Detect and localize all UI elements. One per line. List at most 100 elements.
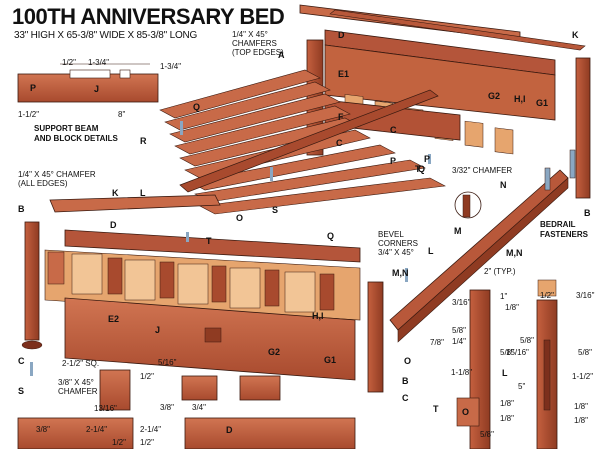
support-beam-caption: SUPPORT BEAM AND BLOCK DETAILS (34, 124, 118, 143)
dimension: 5/8" (520, 336, 534, 345)
dimension: 5/8" (452, 326, 466, 335)
dimension: 1/8" (500, 414, 514, 423)
part-label: H,I (514, 94, 526, 104)
headboard-cap (329, 9, 586, 51)
part-label: C (390, 125, 397, 135)
part-label: N (500, 180, 507, 190)
dimension: 8" (118, 110, 126, 119)
dimension: 1/2" (540, 291, 554, 300)
headboard-post-right (575, 57, 591, 199)
part-label: S (272, 205, 279, 215)
dimension: 1-1/2" (572, 372, 594, 381)
part-label: B (18, 204, 25, 214)
dimension: 3/16" (576, 291, 595, 300)
dimension: 3/8" (160, 403, 174, 412)
part-label: J (94, 84, 100, 94)
part-label: H,I (312, 311, 324, 321)
slats (159, 69, 446, 215)
dimension: 7/8" (430, 338, 444, 347)
part-label: M (454, 226, 462, 236)
dimension: 1/2" (112, 438, 126, 447)
dimension: 1/4" (452, 337, 466, 346)
part-label: C (336, 138, 343, 148)
dimension: 1/8" (574, 416, 588, 425)
page-subtitle: 33" HIGH X 65-3/8" WIDE X 85-3/8" LONG (14, 30, 198, 41)
rail-profile-detail (17, 417, 356, 449)
part-label: B (402, 376, 409, 386)
support-beam-detail (17, 63, 159, 103)
dimension: 1/2" (140, 372, 154, 381)
dimension: 1-3/4" (160, 62, 182, 71)
dimension: 2-1/4" (140, 425, 162, 434)
bedrail-fastener (544, 149, 576, 191)
page-title: 100TH ANNIVERSARY BED (12, 4, 285, 29)
part-label: M,N (392, 268, 409, 278)
chamfer-all-note: 1/4" X 45° CHAMFER (ALL EDGES) (18, 170, 96, 188)
part-label: P (30, 83, 37, 93)
part-label: L (502, 368, 508, 378)
foot-pad (21, 340, 43, 350)
part-label: F (338, 112, 344, 122)
part-label: D (226, 425, 233, 435)
dimension: 5" (518, 382, 526, 391)
footboard-upper-rail (64, 229, 361, 263)
dimension: 15/16" (506, 348, 529, 357)
dimension: 1" (500, 292, 508, 301)
dimension: 3/8" (36, 425, 50, 434)
part-label: A (278, 50, 285, 60)
part-label: T (415, 164, 421, 174)
chamfer-332-note: 3/32" CHAMFER (452, 166, 513, 175)
bedrail-fasteners-note: BEDRAIL FASTENERS (540, 220, 589, 239)
post-top-detail (99, 369, 281, 411)
dimension: 2-1/4" (86, 425, 108, 434)
dimension: 1/2" (62, 58, 76, 67)
part-label: E1 (338, 69, 350, 79)
part-label: B (584, 208, 591, 218)
dimension: 1/8" (500, 399, 514, 408)
part-label: Q (327, 231, 335, 241)
part-label: G1 (324, 355, 337, 365)
bevel-note: BEVEL CORNERS 3/4" X 45° (378, 230, 419, 257)
part-label: Q (418, 164, 426, 174)
rail-end-detail (454, 191, 482, 219)
part-label: C (402, 393, 409, 403)
footboard-post-right (367, 281, 384, 393)
part-label: K (112, 188, 119, 198)
post-mortise-detail (536, 279, 558, 449)
chamfer-45-note: 3/8" X 45° CHAMFER (58, 378, 98, 396)
dimension: 5/8" (480, 430, 494, 439)
part-label: T (433, 404, 439, 414)
part-label: R (140, 136, 147, 146)
part-label: O (404, 356, 412, 366)
side-rail-right (389, 169, 569, 343)
hardware-screws (30, 121, 431, 376)
chamfer-top-note: 1/4" X 45° CHAMFERS (TOP EDGES) (232, 30, 284, 57)
typ-dim-note: 2" (TYP.) (484, 267, 516, 276)
side-rail-end-detail (456, 289, 491, 449)
dimension: 5/16" (158, 358, 177, 367)
dimension: 1-3/4" (88, 58, 110, 67)
part-label: G2 (488, 91, 501, 101)
part-label: G2 (268, 347, 281, 357)
dimension: 1/8" (574, 402, 588, 411)
support-beam (179, 89, 439, 193)
dimension: 3/16" (452, 298, 471, 307)
dimension: 1-1/2" (18, 110, 40, 119)
part-label: D (338, 30, 345, 40)
part-label: C (18, 356, 25, 366)
footboard-lower-rail (64, 297, 356, 381)
part-label: T (206, 236, 212, 246)
square-dim-note: 2-1/2" SQ. (62, 359, 100, 368)
part-label: M,N (506, 248, 523, 258)
dimension: 3/4" (192, 403, 206, 412)
part-label: Q (193, 102, 201, 112)
part-label: O (462, 407, 470, 417)
dimension: 1-1/8" (451, 368, 473, 377)
dimension: 1/2" (140, 438, 154, 447)
part-label: E2 (108, 314, 120, 324)
part-label: K (572, 30, 579, 40)
dimension: 5/8" (500, 348, 514, 357)
part-label: P (390, 156, 397, 166)
part-label: O (236, 213, 244, 223)
